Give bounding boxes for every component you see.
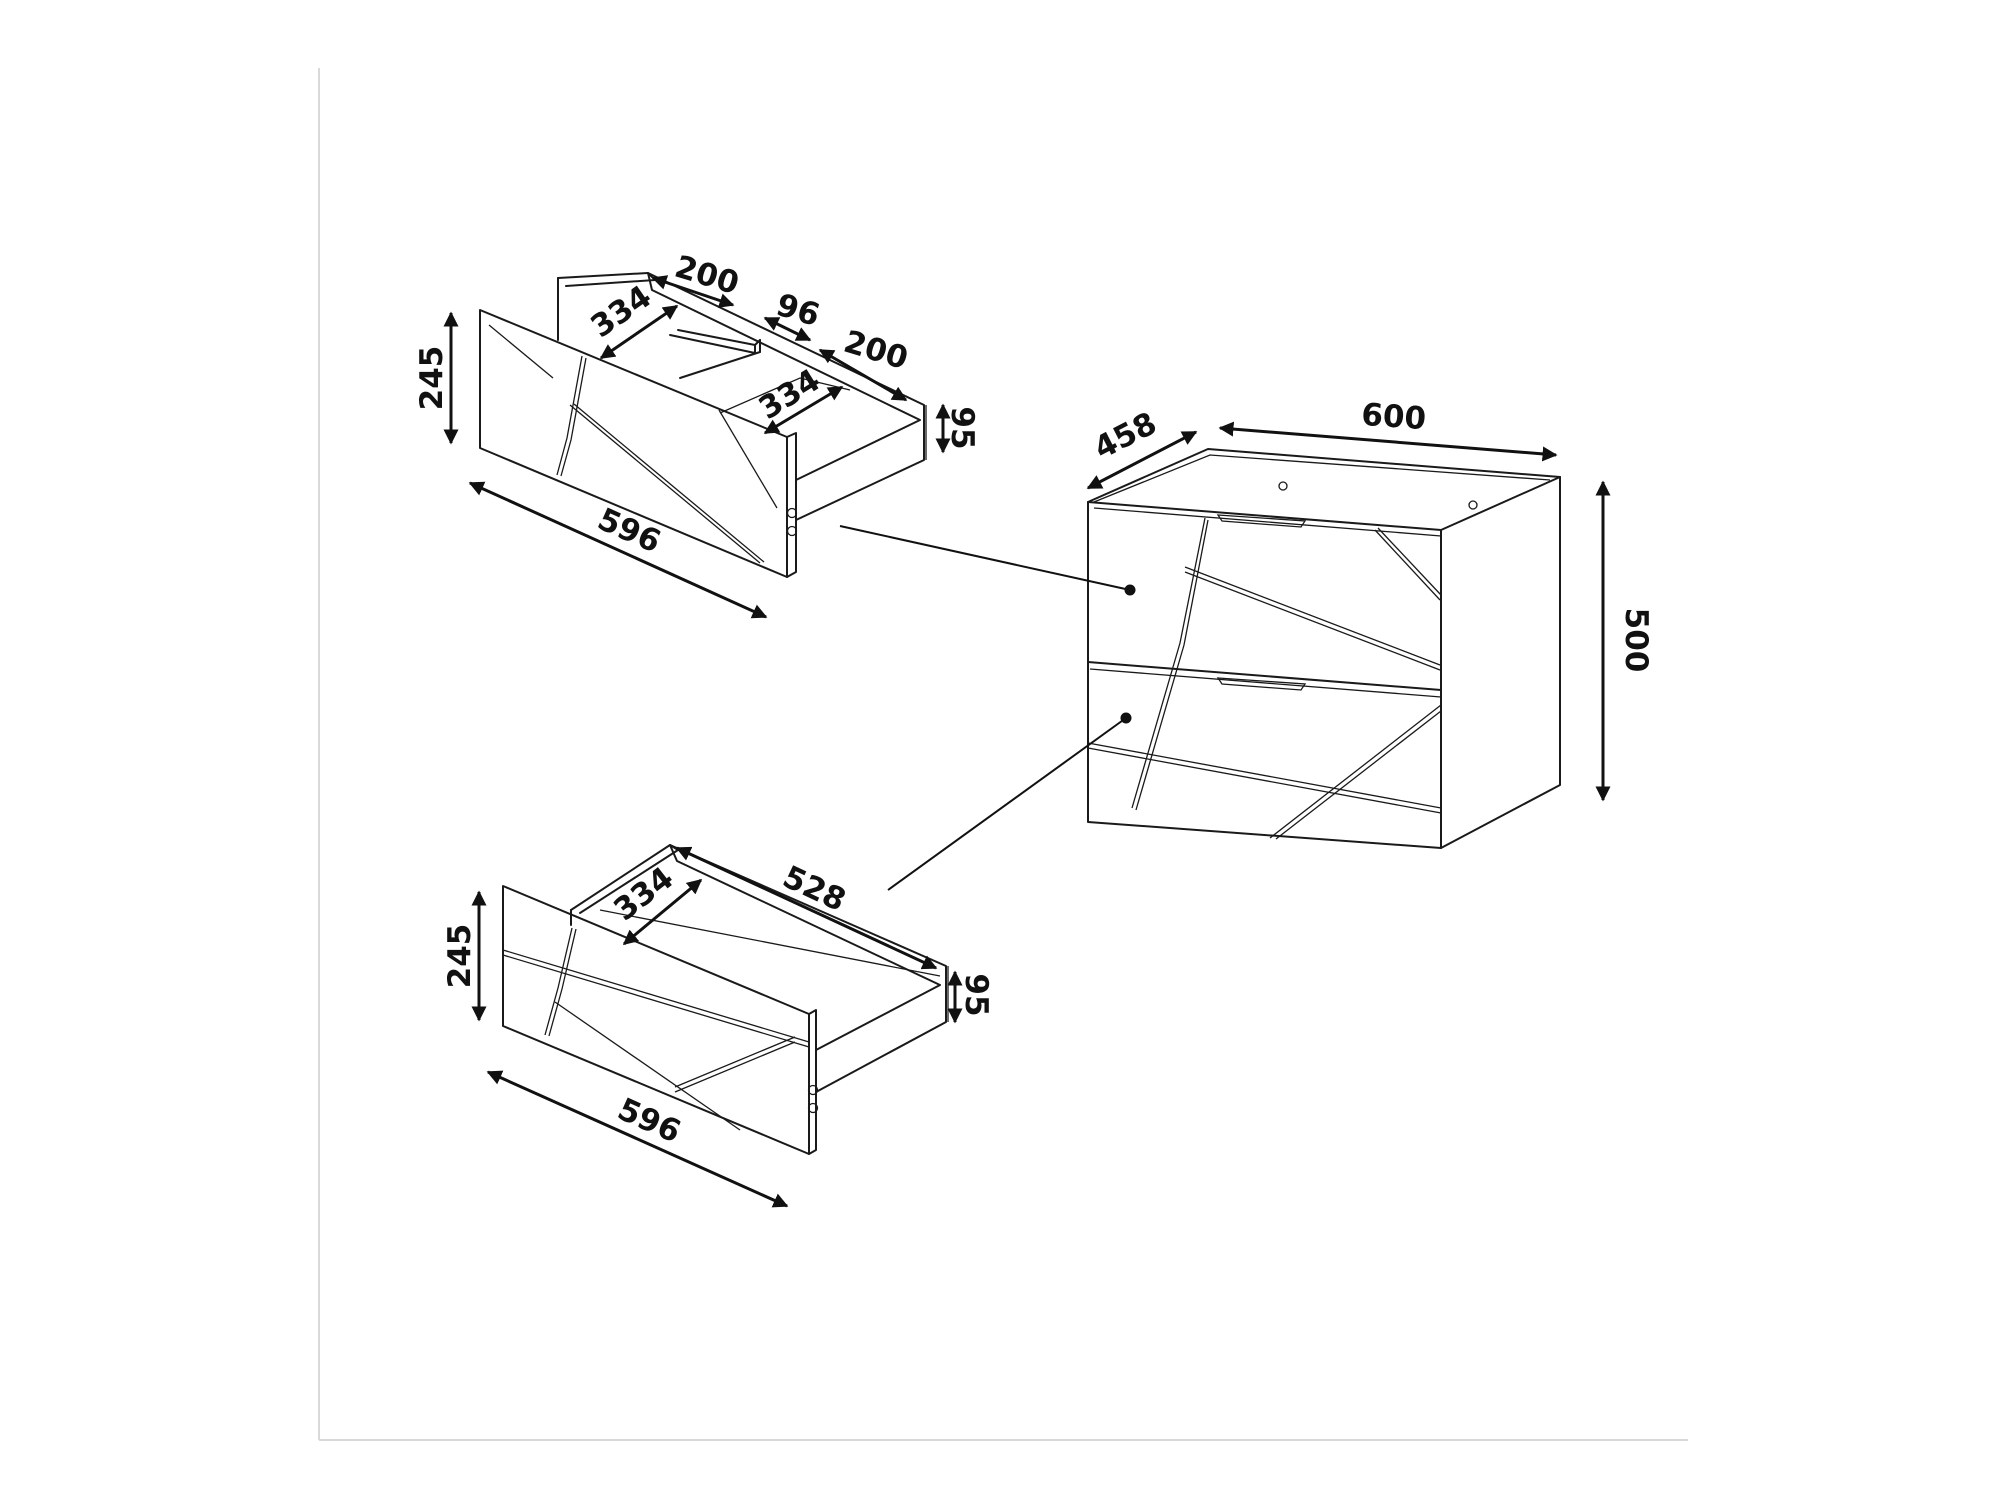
label-top-comp1-depth: 334 [584, 279, 658, 346]
dim-bottom-drawer-width [486, 1070, 789, 1208]
label-top-comp1-width: 200 [671, 249, 743, 302]
dim-top-comp1-width [651, 275, 735, 308]
label-top-drawer-width: 596 [592, 501, 666, 560]
dimension-labels: 600 458 500 245 596 95 200 96 200 334 33… [414, 249, 1654, 1151]
dim-top-drawer-width [468, 481, 768, 619]
dim-bottom-inner-depth [622, 878, 703, 946]
dim-cabinet-width [1218, 421, 1558, 462]
dim-top-comp2-depth [763, 385, 844, 435]
label-bottom-drawer-height: 245 [442, 924, 478, 989]
dimension-arrows [443, 275, 1611, 1208]
label-cabinet-depth: 458 [1088, 405, 1162, 466]
dim-top-comp1-depth [599, 304, 679, 360]
label-top-drawer-side: 95 [944, 406, 980, 449]
dim-bottom-inner-length [675, 846, 938, 970]
label-bottom-drawer-width: 596 [612, 1091, 686, 1150]
cabinet [1087, 448, 1561, 849]
dim-top-comp2-width [818, 348, 908, 402]
label-cabinet-height: 500 [1618, 608, 1654, 673]
label-top-drawer-height: 245 [414, 346, 450, 411]
top-drawer [479, 272, 927, 578]
dim-cabinet-depth [1086, 430, 1198, 490]
label-cabinet-width: 600 [1360, 397, 1427, 437]
label-bottom-drawer-side: 95 [958, 973, 994, 1016]
leader-lines [839, 525, 1136, 891]
dim-top-divider-gap [763, 316, 812, 342]
